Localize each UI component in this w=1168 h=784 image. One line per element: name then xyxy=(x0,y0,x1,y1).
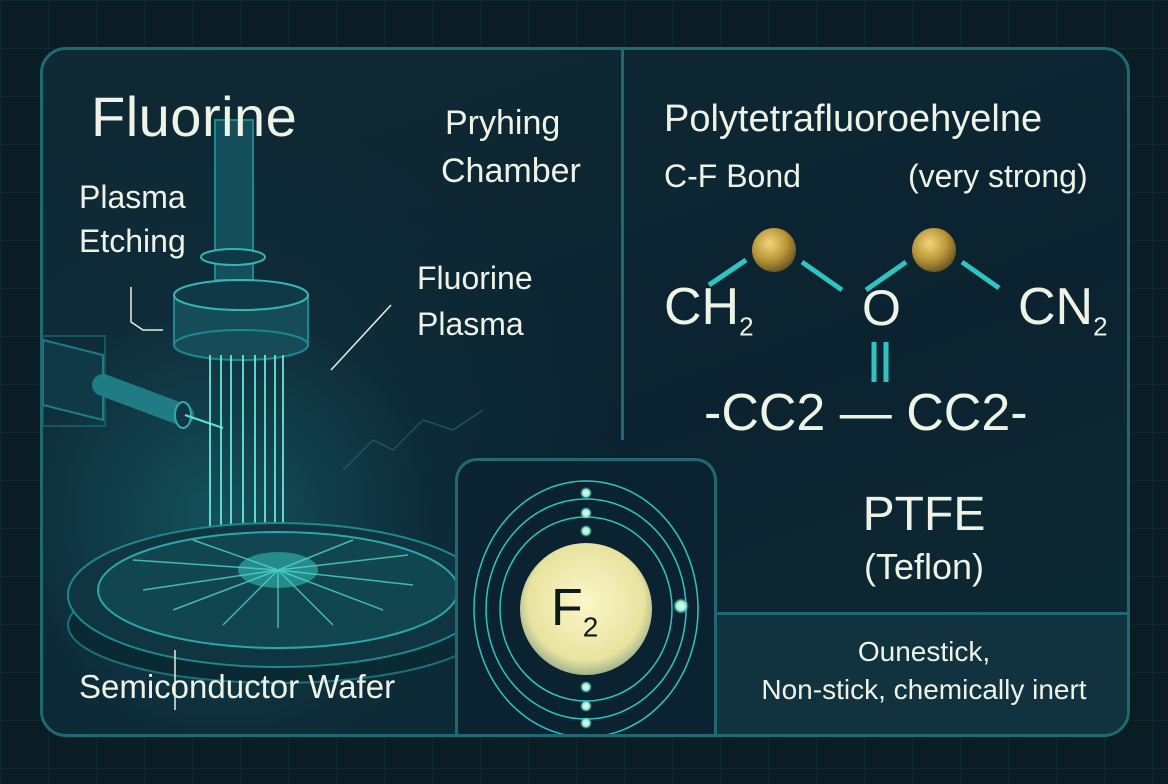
ptfe-structure-panel: Polytetrafluoroehyelne C-F Bond (very st… xyxy=(624,50,1127,734)
left-group-subscript: 2 xyxy=(739,311,754,342)
atom-symbol-letter: F xyxy=(551,579,583,637)
polymer-name: Polytetrafluoroehyelne xyxy=(664,98,1043,140)
atom-sphere-1 xyxy=(752,228,796,272)
chamber-label-line1: Pryhing xyxy=(445,104,561,142)
right-group-symbol: CN xyxy=(1018,278,1094,336)
molecule-structure-diagram xyxy=(707,228,1001,382)
right-group-subscript: 2 xyxy=(1093,311,1108,342)
etching-label-line2: Etching xyxy=(79,223,186,259)
center-atom: O xyxy=(862,280,901,336)
left-group-symbol: CH xyxy=(664,278,740,336)
note-line-1: Ounestick, xyxy=(857,636,991,667)
atom-symbol-subscript: 2 xyxy=(582,611,599,643)
fluorine-atom-panel: F2 xyxy=(455,458,717,734)
ptfe-title: PTFE xyxy=(862,488,986,541)
etching-label-line1: Plasma xyxy=(79,179,186,215)
right-group: CN2 xyxy=(1018,280,1108,341)
atom-sphere-2 xyxy=(912,228,956,272)
plasma-label-line1: Fluorine xyxy=(417,260,533,296)
bond-strength-label: (very strong) xyxy=(908,158,1088,194)
page-title: Fluorine xyxy=(91,85,298,148)
plasma-etching-panel: Fluorine Pryhing Chamber Plasma Etching … xyxy=(43,50,621,734)
bohr-model-illustration xyxy=(473,480,699,734)
atom-symbol: F2 xyxy=(551,581,598,642)
polymer-chain: -CC2 — CC2- xyxy=(704,384,1028,442)
panel-divider xyxy=(621,50,624,440)
plasma-chamber-illustration xyxy=(43,119,489,710)
wafer-label: Semiconductor Wafer xyxy=(79,668,396,705)
note-line-2: Non-stick, chemically inert xyxy=(761,674,1087,705)
properties-note-box: Ounestick, Non-stick, chemically inert xyxy=(715,612,1127,734)
ptfe-subtitle: (Teflon) xyxy=(863,546,985,587)
chamber-label-line2: Chamber xyxy=(441,152,581,190)
left-group: CH2 xyxy=(664,280,754,341)
bond-label: C-F Bond xyxy=(664,158,801,194)
infographic-frame: Fluorine Pryhing Chamber Plasma Etching … xyxy=(40,47,1130,737)
plasma-label-line2: Plasma xyxy=(417,306,524,342)
